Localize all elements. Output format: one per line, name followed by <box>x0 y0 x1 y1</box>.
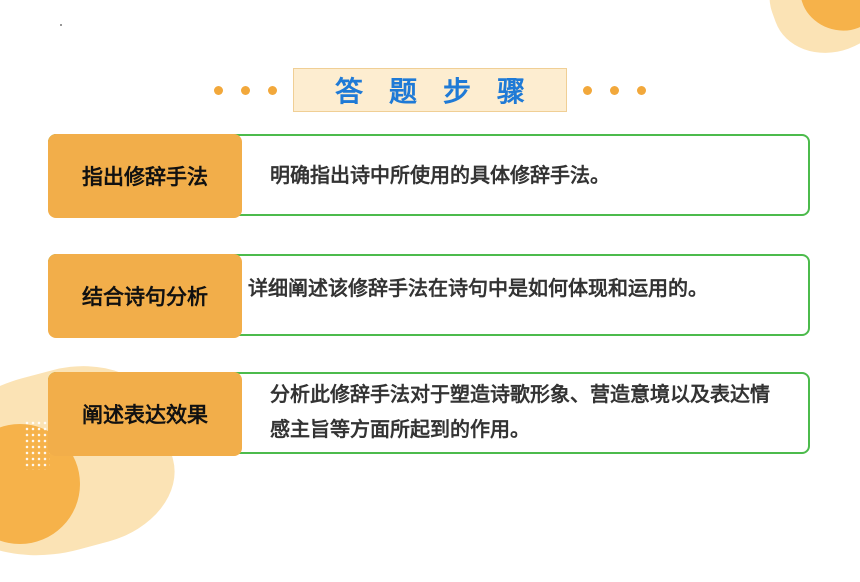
step-row: 阐述表达效果 分析此修辞手法对于塑造诗歌形象、营造意境以及表达情感主旨等方面所起… <box>48 372 810 456</box>
step-label: 阐述表达效果 <box>48 372 242 456</box>
title-bar: 答题步骤 <box>0 66 860 114</box>
decor-tiny-dot <box>60 24 62 26</box>
title-dots-left <box>214 85 277 95</box>
step-row: 指出修辞手法 明确指出诗中所使用的具体修辞手法。 <box>48 134 810 218</box>
decor-dot-grid <box>24 420 50 470</box>
step-label: 结合诗句分析 <box>48 254 242 338</box>
step-label: 指出修辞手法 <box>48 134 242 218</box>
page-title: 答题步骤 <box>293 68 567 112</box>
step-description: 分析此修辞手法对于塑造诗歌形象、营造意境以及表达情感主旨等方面所起到的作用。 <box>270 382 770 441</box>
step-row: 结合诗句分析 详细阐述该修辞手法在诗句中是如何体现和运用的。 <box>48 254 810 338</box>
step-description: 详细阐述该修辞手法在诗句中是如何体现和运用的。 <box>248 275 708 300</box>
step-description: 明确指出诗中所使用的具体修辞手法。 <box>270 162 610 187</box>
title-dots-right <box>583 85 646 95</box>
